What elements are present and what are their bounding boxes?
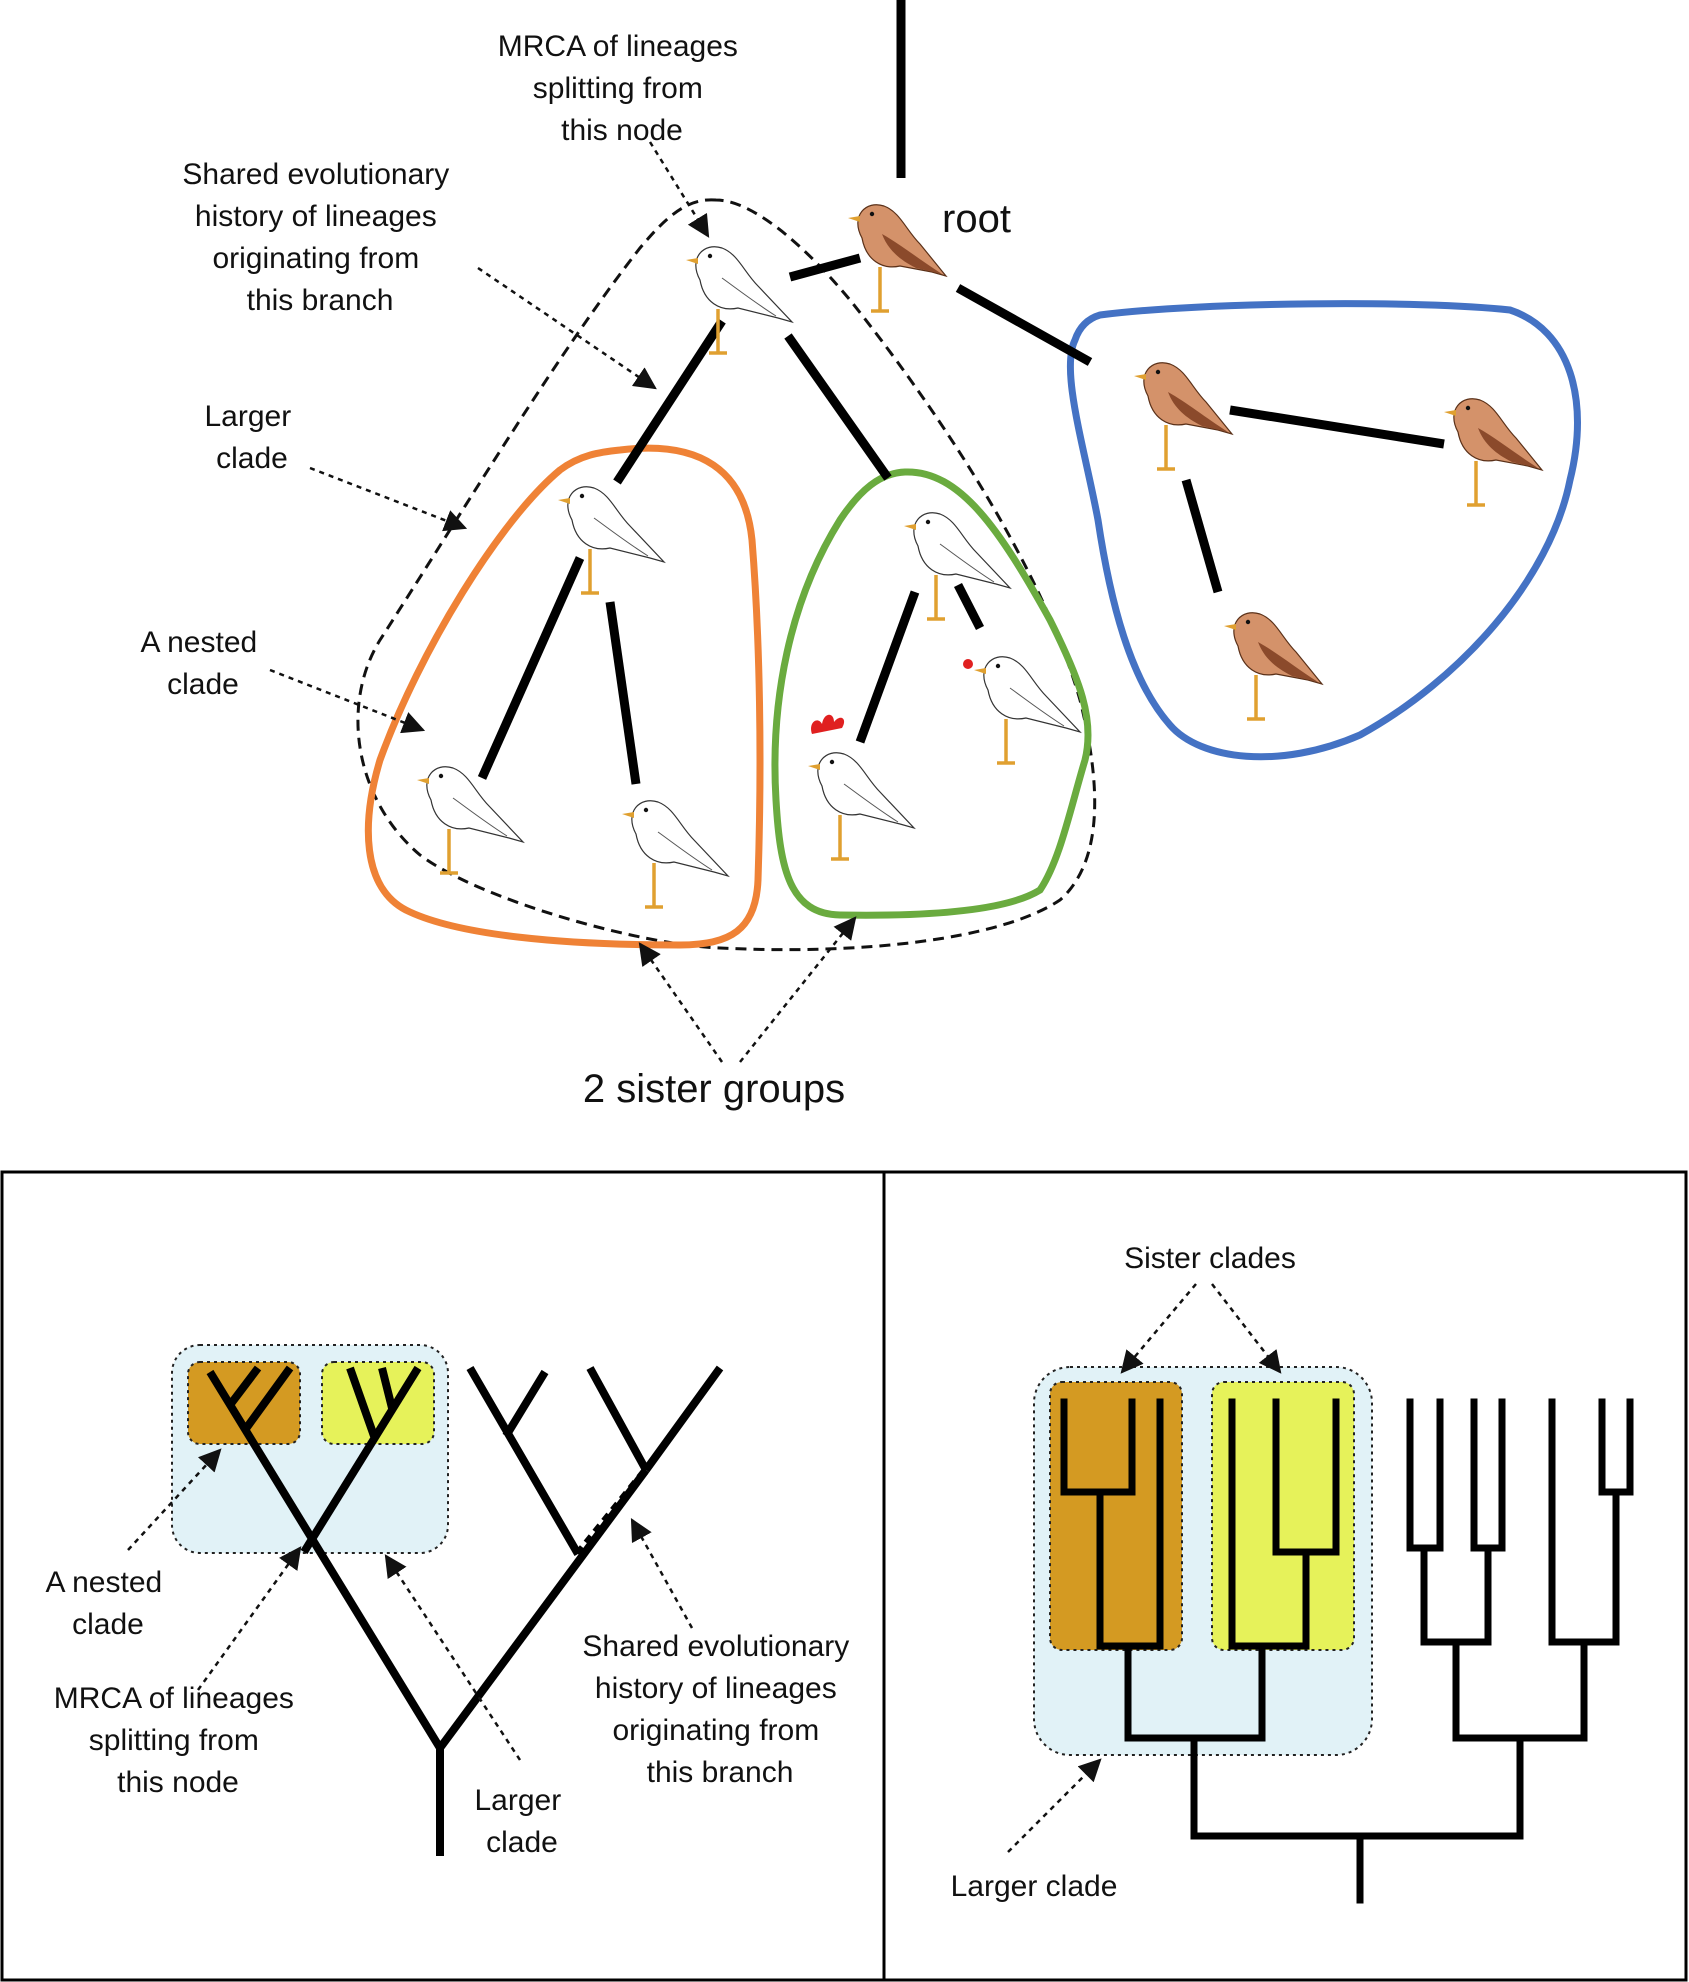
branch-blue-right [1229, 405, 1445, 449]
wattle-bird-icon [972, 654, 1082, 765]
shared-branch-dashed [574, 1467, 650, 1557]
wattle [963, 659, 973, 669]
branch-root-to-mrca [788, 253, 862, 282]
branch-orange-left [477, 556, 585, 780]
branch-green-right [953, 582, 985, 631]
root-label: root [942, 197, 1011, 241]
long-beak-bird-icon [415, 764, 525, 875]
mrca-bird-icon [684, 244, 794, 355]
thick-beak-bird-icon [620, 798, 730, 909]
bottom-left-panel: A nested clade MRCA of lineages splittin… [45, 1344, 857, 1859]
chicken-comb [811, 714, 845, 734]
slanted-tree [206, 1365, 724, 1856]
bottom-left-arrows [127, 1448, 694, 1761]
top-panel: root MRCA of lineages splitting from thi… [140, 0, 1581, 1111]
sister-clade-left-box [1049, 1381, 1183, 1651]
top-arrows [269, 141, 857, 1063]
mrca-label: MRCA of lineages splitting from this nod… [498, 30, 746, 147]
brown-bird-bottom-icon [1222, 610, 1324, 721]
branch-mrca-to-orange [613, 318, 726, 485]
nested-clade-label: A nested clade [140, 626, 265, 701]
sister-clade-right-box [1211, 1381, 1355, 1651]
bl-nested-clade-label: A nested clade [45, 1566, 170, 1641]
bl-larger-clade-label: Larger clade [474, 1784, 569, 1859]
rectangular-tree [1060, 1398, 1634, 1904]
bottom-frame [0, 1170, 1688, 1982]
orange-clade-outline [364, 444, 764, 949]
branch-mrca-to-green [784, 333, 892, 481]
top-branches [477, 253, 1445, 785]
branch-orange-right [605, 601, 641, 785]
br-larger-clade-label: Larger clade [951, 1870, 1118, 1903]
bl-mrca-label: MRCA of lineages splitting from this nod… [54, 1682, 302, 1799]
green-clade-outline [771, 468, 1092, 919]
blue-ancestor-bird-icon [1132, 360, 1234, 471]
larger-clade-outline [356, 198, 1097, 952]
chicken-bird-icon [806, 750, 916, 861]
bl-shared-history-label: Shared evolutionary history of lineages … [582, 1630, 857, 1789]
bottom-right-arrows [1007, 1283, 1282, 1853]
larger-clade-label: Larger clade [204, 400, 299, 475]
sister-groups-label: 2 sister groups [583, 1067, 845, 1111]
root-ancestor-bird-icon [846, 202, 948, 313]
branch-blue-down [1181, 478, 1223, 594]
bottom-right-panel: Sister clades Larger clade [951, 1242, 1634, 1904]
branch-root-to-blue [955, 284, 1093, 366]
brown-bird-right-icon [1442, 396, 1544, 507]
blue-clade-outline [1066, 300, 1581, 761]
sister-clades-label: Sister clades [1124, 1242, 1296, 1275]
shared-history-label: Shared evolutionary history of lineages … [182, 158, 457, 317]
branch-green-left [855, 590, 920, 744]
